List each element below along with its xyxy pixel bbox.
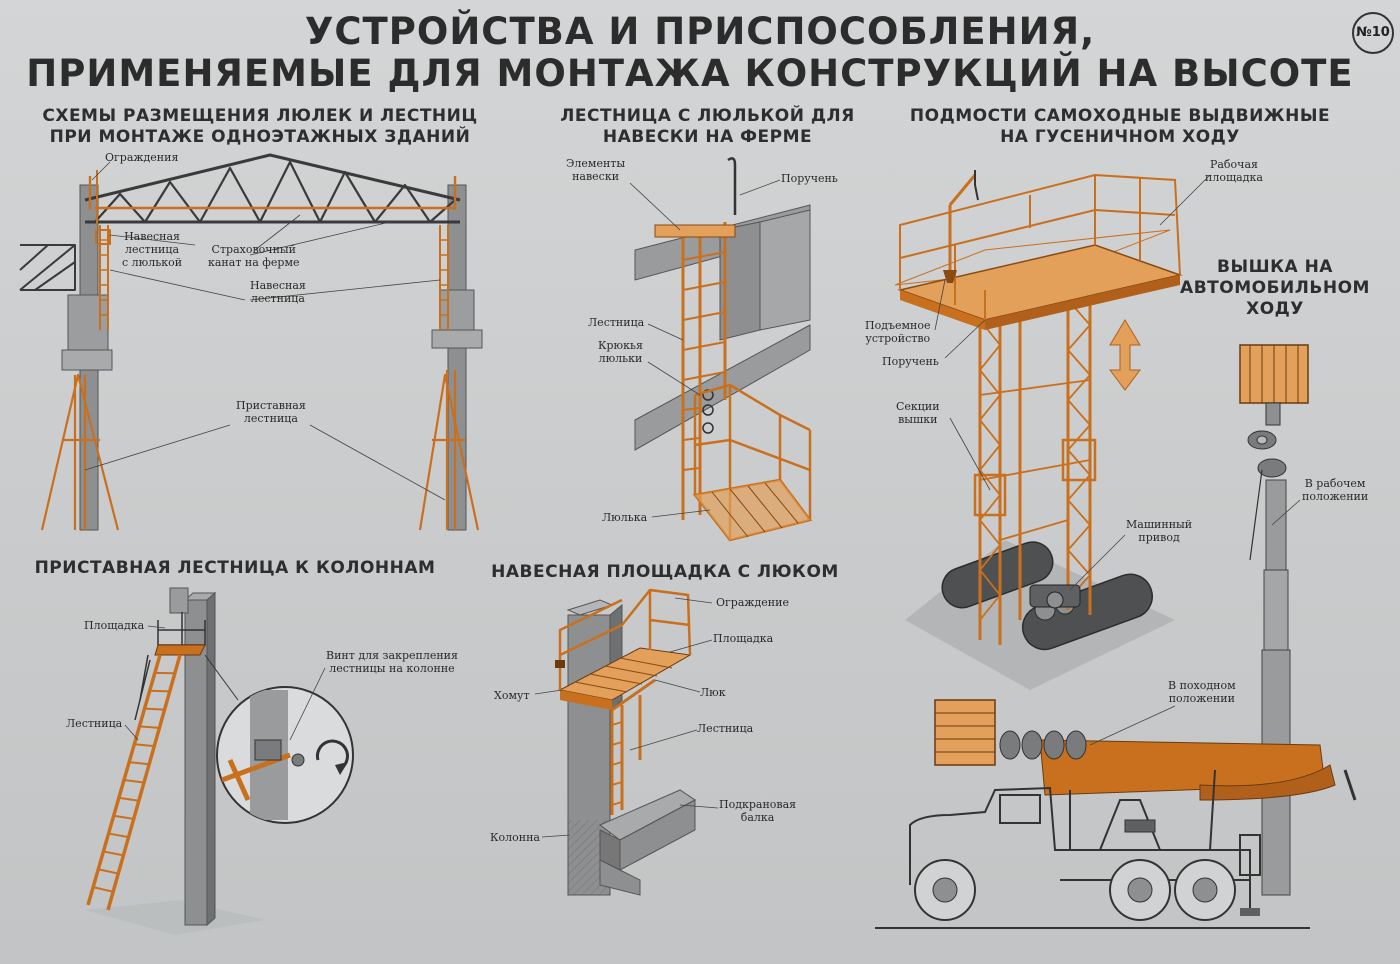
hatch-platform-heading: НАВЕСНАЯ ПЛОЩАДКА С ЛЮКОМ: [491, 562, 839, 582]
ladder-rung: [134, 743, 155, 748]
crawler-label-work-platform: Рабочая площадка: [1205, 158, 1263, 184]
crawler-label-tower-sections: Секции вышки: [896, 400, 940, 426]
crawler-platform-heading-line2: НА ГУСЕНИЧНОМ ХОДУ: [1000, 127, 1240, 147]
hatch-label-ladder: Лестница: [697, 722, 754, 735]
column-label-ladder: Лестница: [66, 717, 123, 730]
hatch-label-column: Колонна: [490, 831, 540, 844]
hatch-label-hatch: Люк: [700, 686, 726, 699]
column-ladder-heading: ПРИСТАВНАЯ ЛЕСТНИЦА К КОЛОННАМ: [34, 558, 436, 578]
poster-number-badge: №10: [1352, 12, 1394, 54]
hatch-label-crane-beam: Подкрановая балка: [719, 798, 797, 824]
truss-ladder-diagram: [629, 157, 813, 542]
hatch-label-platform: Площадка: [713, 632, 774, 645]
hatch-label-clamp: Хомут: [494, 689, 530, 702]
crawler-label-machine-drive: Машинный привод: [1126, 518, 1193, 544]
truss-label-ladder: Лестница: [588, 316, 645, 329]
hatch-label-fence: Ограждение: [716, 596, 789, 609]
truck-tower-heading-line1: ВЫШКА НА: [1217, 257, 1333, 277]
truck-tower-heading: ВЫШКА НА АВТОМОБИЛЬНОМ ХОДУ: [1165, 257, 1385, 320]
schemes-heading: СХЕМЫ РАЗМЕЩЕНИЯ ЛЮЛЕК И ЛЕСТНИЦ ПРИ МОН…: [20, 106, 500, 148]
truss-ladder-heading-line1: ЛЕСТНИЦА С ЛЮЛЬКОЙ ДЛЯ: [560, 106, 855, 126]
hatch-platform-diagram: [534, 588, 719, 896]
poster-title-line2: ПРИМЕНЯЕМЫЕ ДЛЯ МОНТАЖА КОНСТРУКЦИЙ НА В…: [26, 52, 1354, 95]
schemes-label-fence: Ограждения: [105, 151, 179, 164]
truck-tower-heading-line3: ХОДУ: [1246, 299, 1304, 319]
schemes-building-diagram: [19, 153, 483, 531]
truck-label-working-position: В рабочем положении: [1302, 477, 1369, 503]
schemes-label-hanging-ladder: Навесная лестница: [250, 279, 306, 305]
truss-ladder-heading: ЛЕСТНИЦА С ЛЮЛЬКОЙ ДЛЯ НАВЕСКИ НА ФЕРМЕ: [535, 106, 880, 148]
truss-label-cradle: Люлька: [602, 511, 648, 524]
truck-label-transport-position: В походном положении: [1168, 679, 1236, 705]
column-ladder-diagram: [85, 587, 354, 935]
crawler-platform-heading: ПОДМОСТИ САМОХОДНЫЕ ВЫДВИЖНЫЕ НА ГУСЕНИЧ…: [885, 106, 1355, 148]
poster-title-line1: УСТРОЙСТВА И ПРИСПОСОБЛЕНИЯ,: [304, 10, 1096, 53]
schemes-label-attached-ladder: Приставная лестница: [236, 399, 306, 425]
truss-label-cradle-hooks: Крюкья люльки: [598, 339, 643, 365]
ladder-rung: [108, 832, 129, 839]
ladder-rung: [92, 886, 114, 893]
column-label-screw: Винт для закрепления лестницы на колонне: [326, 649, 458, 675]
crawler-platform-diagram: [894, 170, 1211, 690]
ladder-rung: [149, 689, 170, 693]
schemes-label-safety-rope: Страховочный канат на ферме: [208, 243, 300, 269]
crawler-platform-heading-line1: ПОДМОСТИ САМОХОДНЫЕ ВЫДВИЖНЫЕ: [909, 106, 1331, 126]
ladder-rung: [139, 725, 160, 729]
ladder-rung: [129, 761, 150, 766]
truss-label-handrail: Поручень: [781, 172, 838, 185]
ladder-rung: [123, 779, 145, 784]
truck-tower-heading-line2: АВТОМОБИЛЬНОМ: [1180, 278, 1370, 298]
ladder-rung: [98, 868, 119, 875]
truss-label-hanging-elements: Элементы навески: [566, 157, 626, 183]
schemes-heading-line2: ПРИ МОНТАЖЕ ОДНОЭТАЖНЫХ ЗДАНИЙ: [49, 127, 471, 147]
truss-ladder-heading-line2: НАВЕСКИ НА ФЕРМЕ: [602, 127, 813, 147]
schemes-heading-line1: СХЕМЫ РАЗМЕЩЕНИЯ ЛЮЛЕК И ЛЕСТНИЦ: [42, 106, 478, 126]
crawler-label-handrail: Поручень: [882, 355, 939, 368]
crawler-label-lifting-device: Подъемное устройство: [865, 319, 931, 345]
ladder-rung: [113, 814, 134, 820]
schemes-label-hanging-ladder-cradle: Навесная лестница с люлькой: [122, 230, 183, 269]
ladder-rung: [103, 850, 124, 857]
truck-tower-diagram: [875, 344, 1357, 929]
ladder-rung: [144, 707, 165, 711]
ladder-rung: [118, 796, 139, 802]
column-label-platform: Площадка: [84, 619, 145, 632]
